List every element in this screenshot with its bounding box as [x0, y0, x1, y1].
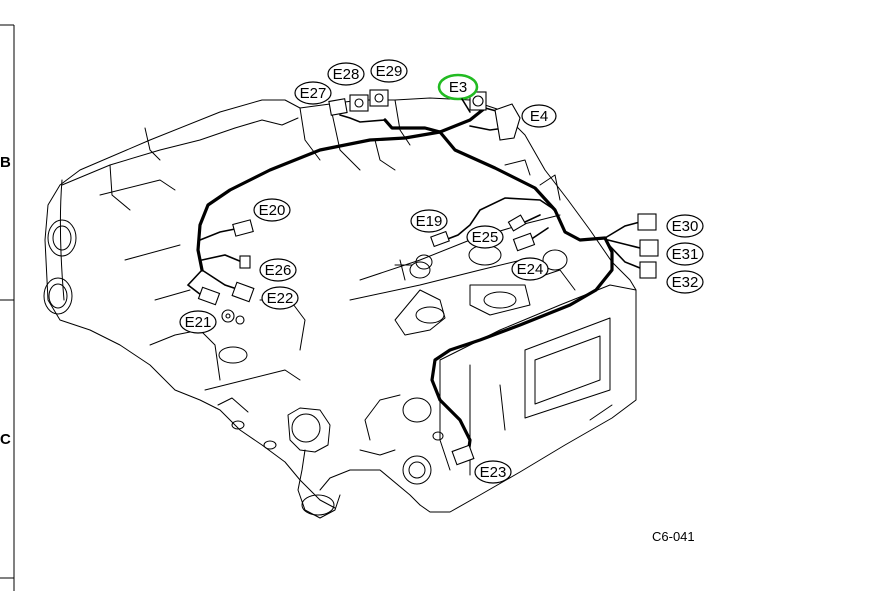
- callout-e29: E29: [376, 63, 403, 80]
- callout-e25: E25: [472, 229, 499, 246]
- callouts: E3 E4 E27 E28 E29 E20 E19 E25 E24 E26 E2…: [179, 59, 704, 484]
- callout-e19: E19: [416, 213, 443, 230]
- callout-e32: E32: [672, 274, 699, 291]
- figure-id: C6-041: [652, 529, 695, 544]
- callout-e22: E22: [267, 290, 294, 307]
- callout-e31: E31: [672, 246, 699, 263]
- callout-e21: E21: [185, 314, 212, 331]
- callout-e30: E30: [672, 218, 699, 235]
- callout-e4: E4: [530, 108, 548, 125]
- margin-ruler: B C: [0, 24, 15, 591]
- callout-e24: E24: [517, 261, 544, 278]
- callout-e3-highlight-ring: [437, 73, 479, 101]
- callout-e28: E28: [333, 66, 360, 83]
- callout-e27: E27: [300, 85, 327, 102]
- grid-letter-b: B: [0, 154, 11, 171]
- callout-e26: E26: [265, 262, 292, 279]
- connectors: [197, 89, 659, 466]
- callout-e3: E3: [449, 79, 467, 96]
- callout-e20: E20: [259, 202, 286, 219]
- callout-e23: E23: [480, 464, 507, 481]
- grid-letter-c: C: [0, 431, 11, 448]
- engine-block-outline: [43, 97, 637, 519]
